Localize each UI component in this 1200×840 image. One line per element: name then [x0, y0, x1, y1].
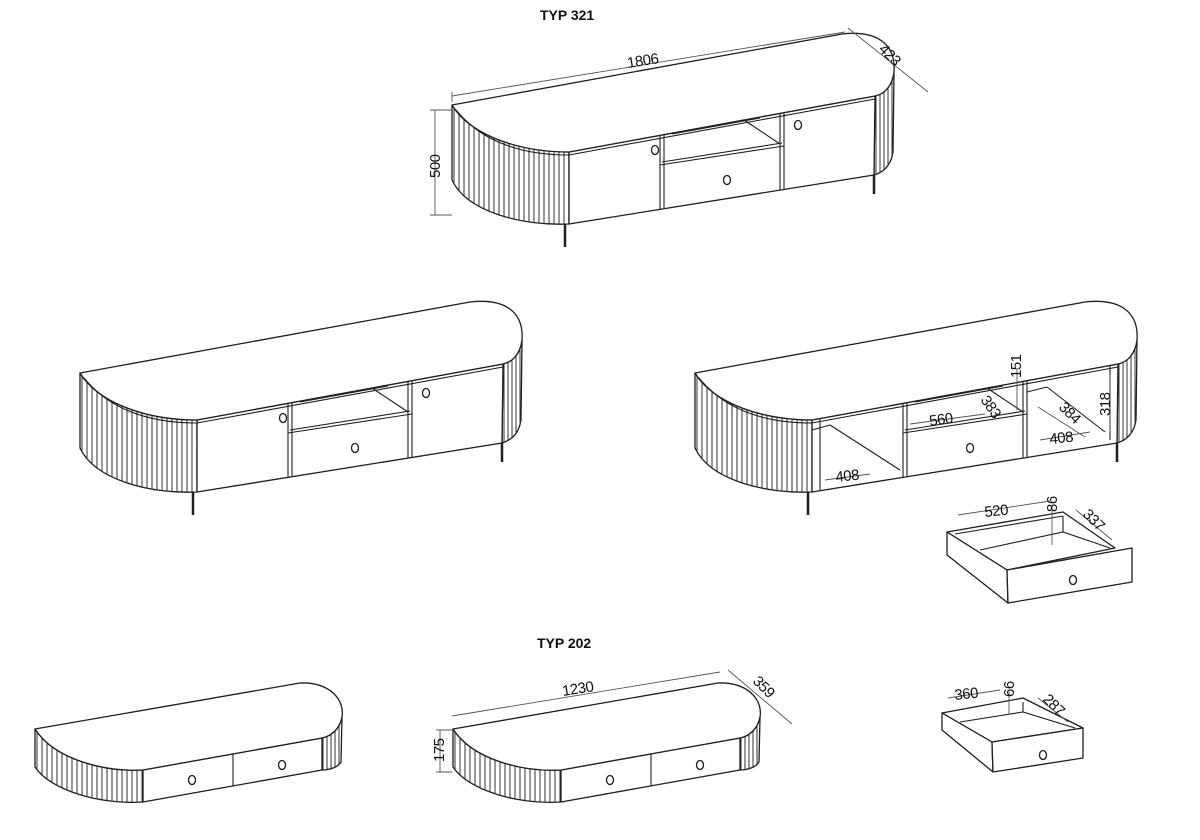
drawer-knob: [277, 759, 287, 771]
top-surface: [451, 32, 895, 153]
typ321-drawer: [946, 511, 1133, 604]
typ321-closed-view: [79, 300, 523, 515]
shelf: [287, 385, 413, 434]
typ202-dimensioned-view: [452, 682, 761, 804]
shelf: [902, 385, 1028, 434]
shelf: [659, 117, 785, 166]
top-edge: [455, 98, 876, 156]
dim-left-width: 408: [835, 467, 860, 486]
top-surface: [34, 682, 343, 771]
section-title-typ321: TYP 321: [540, 7, 594, 23]
drawer-knob: [350, 442, 360, 454]
typ202-drawer: [941, 697, 1084, 773]
top-surface: [694, 300, 1138, 421]
drawer-knob: [722, 174, 732, 186]
door-knob: [650, 144, 660, 156]
top-surface: [79, 300, 523, 421]
drawer-knob: [1068, 574, 1078, 586]
door-knob: [421, 387, 431, 399]
dim-typ321-width: 1806: [626, 50, 660, 72]
drawer-knob: [605, 774, 615, 786]
typ321-dimensioned-view: [451, 32, 895, 247]
door-knob: [278, 412, 288, 424]
top-surface: [452, 682, 761, 771]
top-edge: [83, 366, 504, 424]
dim-middle-width: 560: [928, 410, 954, 430]
dim-typ321-height: 500: [427, 154, 444, 178]
drawer-knob: [695, 759, 705, 771]
drawer-knob: [1038, 749, 1048, 761]
typ202-view: [34, 682, 343, 804]
partition: [902, 381, 1028, 477]
dim-drawer321-height: 86: [1044, 496, 1061, 512]
partition: [287, 381, 413, 477]
drawer-knob: [965, 442, 975, 454]
door-knob: [793, 119, 803, 131]
dim-drawer202-height: 66: [1001, 681, 1018, 697]
dim-middle-height: 151: [1008, 354, 1025, 378]
dim-right-height: 318: [1097, 392, 1114, 416]
dim-typ202-width: 1230: [561, 678, 595, 700]
section-title-typ202: TYP 202: [537, 635, 591, 651]
top-edge: [698, 366, 1119, 424]
drawer-knob: [187, 774, 197, 786]
dim-drawer321-width: 520: [984, 502, 1009, 521]
dim-right-width: 408: [1049, 429, 1074, 448]
dimension-lines: [430, 27, 1113, 773]
dim-typ202-height: 175: [431, 738, 448, 762]
partition: [659, 113, 785, 209]
typ321-open-view: [694, 300, 1138, 515]
dim-drawer202-width: 360: [954, 685, 979, 704]
